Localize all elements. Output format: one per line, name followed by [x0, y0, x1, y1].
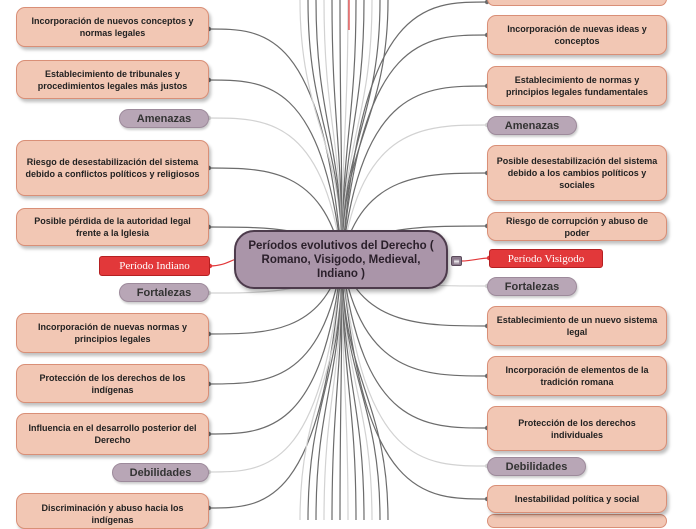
left-link-6 [208, 258, 343, 435]
category-amenazas-right[interactable]: Amenazas [487, 116, 577, 135]
right-cat-link-2 [341, 258, 488, 467]
partial-node-top-right [487, 0, 667, 6]
central-topic[interactable]: Períodos evolutivos del Derecho ( Romano… [234, 230, 448, 289]
right-node-5[interactable]: Establecimiento de un nuevo sistema lega… [487, 306, 667, 346]
left-node-7[interactable]: Influencia en el desarrollo posterior de… [16, 413, 209, 455]
link-indiano [209, 258, 237, 267]
partial-node-bottom-right [487, 514, 667, 528]
left-node-6[interactable]: Protección de los derechos de los indíge… [16, 364, 209, 403]
left-link-1 [208, 79, 343, 260]
category-fortalezas-right[interactable]: Fortalezas [487, 277, 577, 296]
right-cat-link-0 [341, 124, 488, 260]
right-node-1[interactable]: Incorporación de nuevas ideas y concepto… [487, 15, 667, 55]
left-link-bottom [208, 258, 343, 509]
link-visigodo [461, 257, 490, 262]
left-link-2 [208, 167, 343, 260]
right-node-7[interactable]: Protección de los derechos individuales [487, 406, 667, 451]
right-link-top [341, 1, 488, 260]
left-cat-link-2 [208, 258, 343, 473]
right-node-4[interactable]: Riesgo de corrupción y abuso de poder [487, 212, 667, 241]
right-node-6[interactable]: Incorporación de elementos de la tradici… [487, 356, 667, 396]
left-node-1[interactable]: Incorporación de nuevos conceptos y norm… [16, 7, 209, 47]
right-link-7 [341, 258, 488, 500]
right-node-8[interactable]: Inestabilidad política y social [487, 485, 667, 513]
right-link-5 [341, 258, 488, 377]
top-fan-link-0 [299, 0, 343, 260]
left-link-5 [208, 258, 343, 385]
right-node-2[interactable]: Establecimiento de normas y principios l… [487, 66, 667, 106]
menu-icon[interactable]: ≡ [451, 256, 462, 266]
left-node-8[interactable]: Discriminación y abuso hacia los indígen… [16, 493, 209, 529]
right-node-3[interactable]: Posible desestabilización del sistema de… [487, 145, 667, 201]
right-link-1 [341, 85, 488, 260]
category-debilidades-left[interactable]: Debilidades [112, 463, 209, 482]
right-link-6 [341, 258, 488, 429]
left-node-3[interactable]: Riesgo de desestabilización del sistema … [16, 140, 209, 196]
category-fortalezas-left[interactable]: Fortalezas [119, 283, 209, 302]
left-node-5[interactable]: Incorporación de nuevas normas y princip… [16, 313, 209, 353]
period-visigodo[interactable]: Período Visigodo [489, 249, 603, 268]
left-cat-link-0 [208, 117, 343, 260]
left-node-4[interactable]: Posible pérdida de la autoridad legal fr… [16, 208, 209, 246]
category-debilidades-right[interactable]: Debilidades [487, 457, 586, 476]
top-fan-link-11 [341, 0, 389, 260]
left-link-0 [208, 28, 343, 260]
right-link-0 [341, 34, 488, 260]
category-amenazas-left[interactable]: Amenazas [119, 109, 209, 128]
period-indiano[interactable]: Período Indiano [99, 256, 210, 276]
bottom-fan-link-11 [341, 258, 389, 520]
left-node-2[interactable]: Establecimiento de tribunales y procedim… [16, 60, 209, 99]
